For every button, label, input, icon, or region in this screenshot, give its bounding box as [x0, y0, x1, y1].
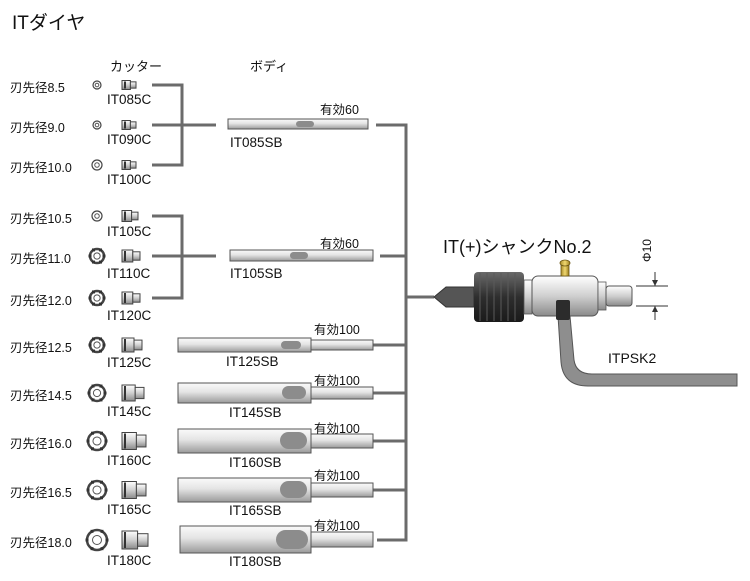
cutter-code: IT180C — [107, 553, 152, 568]
cutter-end-view — [86, 430, 108, 452]
diameter-label: 刃先径11.0 — [10, 252, 71, 266]
cutter-code: IT085C — [107, 92, 152, 107]
body-code: IT085SB — [230, 135, 283, 150]
cutter-side-view — [121, 530, 149, 550]
cutter-side-view — [121, 384, 145, 402]
diameter-label: 刃先径10.0 — [10, 161, 72, 175]
cutter-code: IT100C — [107, 172, 152, 187]
cutter-code: IT105C — [107, 224, 152, 239]
effective-length-label: 有効100 — [314, 374, 360, 388]
cutter-end-view — [91, 210, 103, 222]
cutter-side-view — [121, 249, 141, 263]
header-body: ボディ — [250, 59, 289, 74]
body-it160sb — [177, 428, 374, 454]
effective-length-label: 有効100 — [314, 519, 360, 533]
cutter-end-view — [86, 479, 108, 501]
diameter-label: 刃先径10.5 — [10, 212, 72, 226]
body-it085sb — [227, 118, 369, 130]
cutter-code: IT165C — [107, 502, 152, 517]
body-code: IT105SB — [230, 266, 283, 281]
cutter-icons — [85, 80, 149, 552]
cutter-side-view — [121, 337, 143, 353]
header-cutter: カッター — [110, 59, 163, 74]
wrench-label: ITPSK2 — [608, 350, 657, 366]
diameter-label: 刃先径14.5 — [10, 389, 72, 403]
body-code: IT180SB — [229, 554, 282, 569]
cutter-side-view — [121, 80, 137, 90]
diameter-label: 刃先径16.5 — [10, 486, 72, 500]
cutter-end-view — [92, 80, 102, 90]
shank-title: IT(+)シャンクNo.2 — [443, 237, 592, 257]
body-it105sb — [229, 249, 374, 262]
body-it145sb — [177, 382, 374, 404]
cutter-end-view — [88, 336, 106, 354]
body-it165sb — [177, 477, 374, 503]
cutter-code: IT125C — [107, 355, 152, 370]
effective-length-label: 有効100 — [314, 422, 360, 436]
body-it180sb — [179, 525, 374, 554]
effective-length-label: 有効100 — [314, 469, 360, 483]
diameter-label: 刃先径12.0 — [10, 294, 72, 308]
diameter-label: 刃先径9.0 — [10, 121, 65, 135]
cutter-end-view — [91, 159, 103, 171]
diameter-label: 刃先径16.0 — [10, 437, 72, 451]
diameter-label: 刃先径12.5 — [10, 341, 72, 355]
cutter-code: IT110C — [107, 266, 151, 281]
cutter-side-view — [121, 481, 147, 499]
cutter-side-view — [121, 210, 139, 222]
effective-length-label: 有効100 — [314, 323, 360, 337]
body-code: IT160SB — [229, 455, 282, 470]
body-it125sb — [177, 337, 374, 353]
diameter-label: 刃先径8.5 — [10, 81, 65, 95]
connector-lines — [152, 83, 434, 542]
effective-length-label: 有効60 — [320, 237, 359, 251]
diameter-label: 刃先径18.0 — [10, 536, 72, 550]
cutter-side-view — [121, 291, 141, 305]
cutter-code: IT160C — [107, 453, 152, 468]
cutter-side-view — [121, 160, 137, 170]
cutter-end-view — [87, 383, 107, 403]
body-code: IT125SB — [226, 354, 279, 369]
shank-diameter-label: Φ10 — [640, 239, 654, 262]
cutter-end-view — [85, 528, 109, 552]
body-code: IT145SB — [229, 405, 282, 420]
cutter-code: IT145C — [107, 404, 152, 419]
cutter-code: IT090C — [107, 132, 152, 147]
body-code: IT165SB — [229, 503, 282, 518]
cutter-end-view — [88, 247, 106, 265]
cutter-side-view — [121, 432, 147, 450]
cutter-side-view — [121, 120, 137, 130]
cutter-end-view — [88, 289, 106, 307]
effective-length-label: 有効60 — [320, 103, 359, 117]
page-title: ITダイヤ — [12, 13, 86, 34]
cutter-code: IT120C — [107, 308, 152, 323]
cutter-end-view — [92, 120, 102, 130]
shank-assembly — [433, 259, 738, 387]
